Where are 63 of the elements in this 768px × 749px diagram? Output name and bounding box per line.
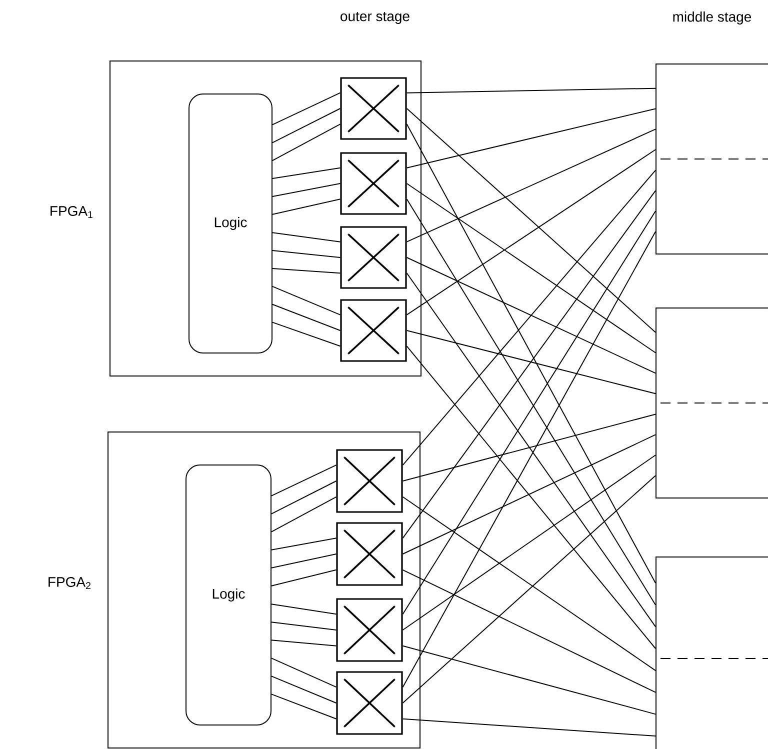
connection-line <box>271 694 337 720</box>
connection-line <box>406 257 656 374</box>
connection-line <box>271 496 337 532</box>
connection-line <box>272 167 341 180</box>
connection-line <box>406 88 656 94</box>
crossbar-switch <box>340 226 407 289</box>
connection-line <box>402 496 656 672</box>
connection-line <box>402 569 656 693</box>
connection-line <box>272 108 341 144</box>
connection-line <box>272 268 341 274</box>
connection-line <box>406 330 656 394</box>
connection-line <box>402 454 656 630</box>
connection-line <box>271 538 337 550</box>
connection-line <box>272 92 341 126</box>
connection-line <box>272 183 341 197</box>
connection-line <box>402 414 656 482</box>
connection-line <box>406 108 656 168</box>
connection-line <box>406 124 656 584</box>
connection-line <box>271 480 337 514</box>
crossbar-switch <box>340 77 407 140</box>
middle-stage-box <box>656 556 768 749</box>
connection-line <box>402 231 656 688</box>
connection-line <box>402 718 656 737</box>
connection-line <box>402 434 656 554</box>
connection-line <box>406 128 656 242</box>
connection-line <box>272 322 341 347</box>
connection-line <box>271 658 337 688</box>
connection-line <box>272 304 341 331</box>
stage-label: middle stage <box>673 11 752 25</box>
connection-line <box>272 286 341 316</box>
connection-line <box>271 604 337 615</box>
crossbar-switch <box>336 449 403 513</box>
connection-line <box>406 183 656 354</box>
logic-block: Logic <box>186 464 272 726</box>
crossbar-switch <box>336 598 403 662</box>
crossbar-switch <box>336 522 403 586</box>
middle-stage-box <box>656 308 768 498</box>
connection-line <box>272 198 341 215</box>
connection-line <box>402 475 656 704</box>
crossbar-switch <box>340 299 407 362</box>
middle-stage-box <box>656 64 768 254</box>
connection-line <box>272 232 341 242</box>
connection-line <box>402 170 656 466</box>
connection-line <box>406 272 656 628</box>
logic-block: Logic <box>188 94 272 354</box>
connection-line <box>271 464 337 496</box>
connection-line <box>271 622 337 630</box>
crossbar-switch <box>336 671 403 735</box>
crossbar-switch <box>340 152 407 215</box>
stage-label: outer stage <box>340 12 410 24</box>
connection-line <box>272 250 341 258</box>
connection-line <box>402 645 656 715</box>
connection-line <box>271 676 337 704</box>
connection-line <box>271 554 337 568</box>
connection-line <box>271 640 337 646</box>
connection-line <box>402 190 656 539</box>
node-label: FPGA$_{1}$ <box>50 206 93 218</box>
connection-line <box>406 346 656 649</box>
node-label: FPGA$_{2}$ <box>48 577 91 589</box>
connection-line <box>406 108 656 333</box>
connection-line <box>271 569 337 586</box>
connection-line <box>406 149 656 316</box>
connection-line <box>272 124 341 162</box>
